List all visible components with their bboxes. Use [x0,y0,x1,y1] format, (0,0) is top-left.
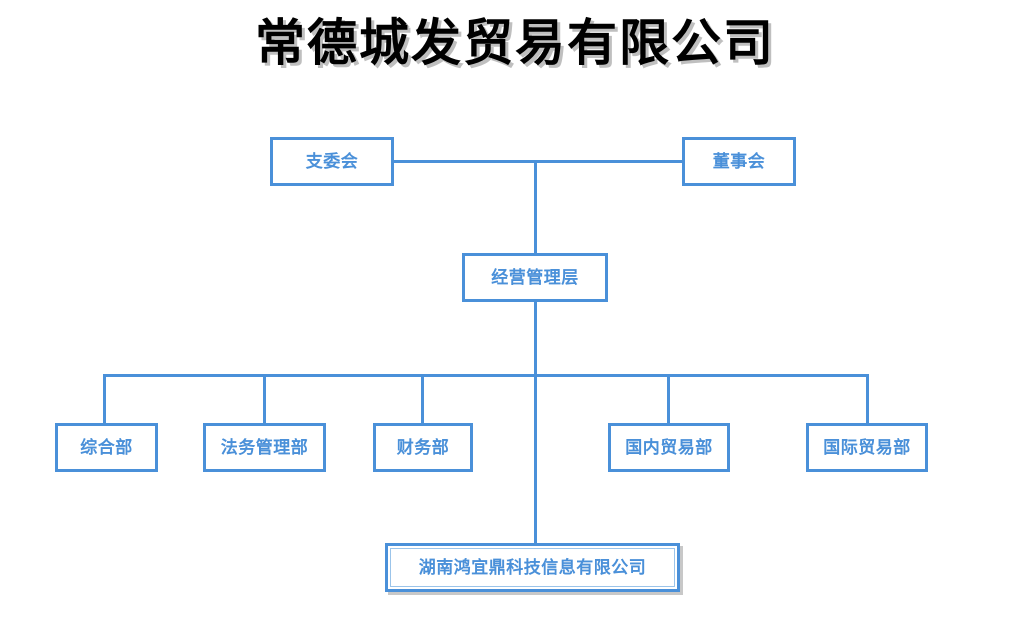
subsidiary-inner-frame: 湖南鸿宜鼎科技信息有限公司 [390,548,675,587]
node-board-of-directors[interactable]: 董事会 [682,137,796,186]
connector-top-horizontal [394,160,682,163]
node-party-committee[interactable]: 支委会 [270,137,394,186]
connector-drop-general [103,374,106,423]
node-label-domestic-trade-department: 国内贸易部 [625,438,713,457]
node-label-board-of-directors: 董事会 [712,152,766,171]
node-label-legal-department: 法务管理部 [220,438,309,457]
connector-drop-legal [263,374,266,423]
connector-drop-intl [866,374,869,423]
node-label-management-layer: 经营管理层 [491,268,579,287]
node-legal-department[interactable]: 法务管理部 [203,423,326,472]
node-label-party-committee: 支委会 [305,152,359,171]
node-finance-department[interactable]: 财务部 [373,423,473,472]
connector-drop-domestic [667,374,670,423]
connector-drop-finance [421,374,424,423]
node-general-department[interactable]: 综合部 [55,423,158,472]
node-label-subsidiary-company: 湖南鸿宜鼎科技信息有限公司 [418,558,647,577]
node-label-finance-department: 财务部 [396,438,450,457]
node-subsidiary-company[interactable]: 湖南鸿宜鼎科技信息有限公司 [385,543,680,592]
connector-spine-upper [534,160,537,253]
node-management-layer[interactable]: 经营管理层 [462,253,608,302]
node-label-international-trade-department: 国际贸易部 [823,438,911,457]
node-international-trade-department[interactable]: 国际贸易部 [806,423,928,472]
page-title: 常德城发贸易有限公司 [255,15,775,71]
node-domestic-trade-department[interactable]: 国内贸易部 [608,423,730,472]
node-label-general-department: 综合部 [80,438,133,457]
connector-spine-lower [534,302,537,543]
connector-department-bus [103,374,869,377]
